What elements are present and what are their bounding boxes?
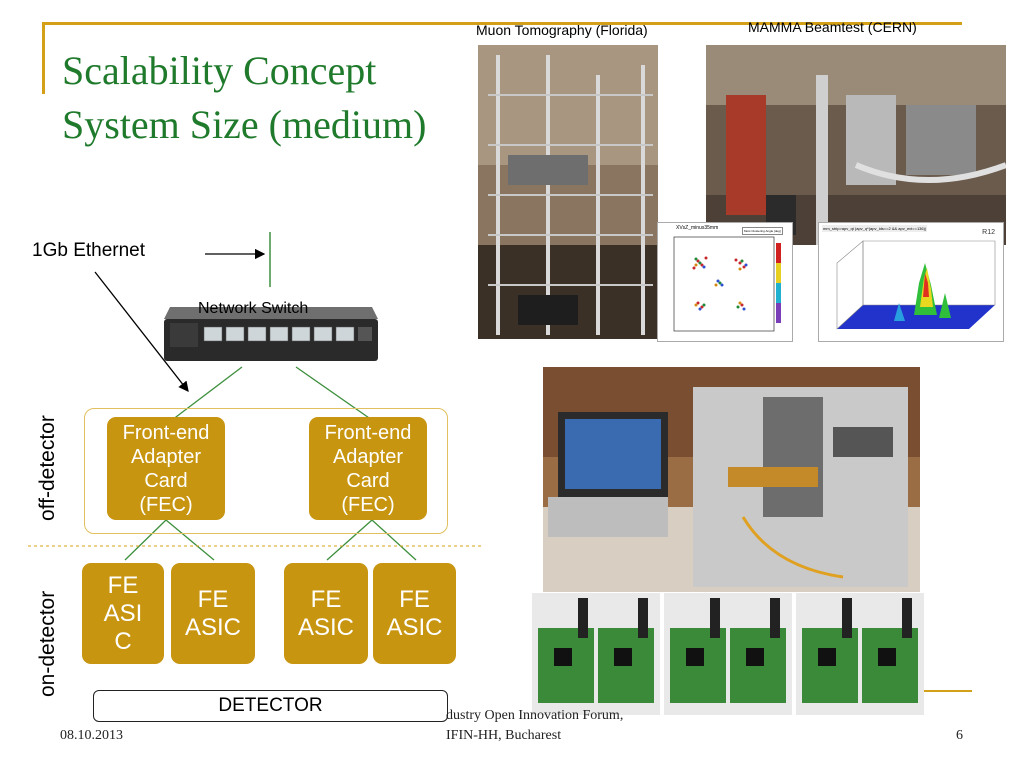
fec-box-right: Front-end Adapter Card (FEC) [309, 417, 427, 520]
fe-asic-label-4: FE ASIC [386, 585, 443, 641]
off-detector-label: off-detector [36, 415, 59, 521]
ethernet-label: 1Gb Ethernet [32, 240, 146, 261]
surface-plot-label: R12 [982, 229, 995, 236]
muon-tomography-photo [478, 45, 658, 339]
surface-plot-title: mm_strip>apv_qt (apv_q*(apv_ids==2 && ap… [822, 225, 928, 232]
fe-asic-box-2: FE ASIC [171, 563, 255, 664]
fe-asic-box-3: FE ASIC [284, 563, 368, 664]
title-line-1: Scalability Concept [62, 48, 377, 93]
network-switch: Network Switch [160, 297, 382, 365]
fe-boards-photo-1 [532, 593, 660, 715]
switch-to-fec-left [171, 366, 243, 421]
mamma-beamtest-photo [706, 45, 1006, 245]
on-detector-label: on-detector [36, 590, 59, 697]
muon-caption: Muon Tomography (Florida) [476, 22, 648, 38]
fec-right-to-asic-3 [326, 519, 373, 561]
bottom-accent-line [920, 690, 972, 692]
fe-boards-photo-3 [796, 593, 924, 715]
detector-label: DETECTOR [218, 695, 323, 716]
fec-box-right-label: Front-end Adapter Card (FEC) [324, 421, 412, 516]
switch-pointer-arrow [94, 271, 189, 393]
fe-asic-label-2: FE ASIC [184, 585, 241, 641]
fe-asic-box-1: FE ASI C [82, 563, 164, 664]
lab-setup-photo [543, 367, 920, 592]
scatter-plot-inset: XVsZ_minus35mm Most Clustering Angle [de… [657, 222, 793, 342]
footer-event-line-1: dustry Open Innovation Forum, [446, 708, 624, 723]
slide-title: Scalability Concept System Size (medium) [62, 44, 482, 152]
network-switch-label: Network Switch [198, 300, 309, 317]
footer-date: 08.10.2013 [60, 728, 123, 743]
fe-asic-label-3: FE ASIC [297, 585, 354, 641]
left-accent-line [42, 22, 45, 94]
fec-left-to-asic-2 [165, 519, 215, 561]
mamma-caption: MAMMA Beamtest (CERN) [748, 19, 917, 35]
fe-boards-photo-2 [664, 593, 792, 715]
title-line-2: System Size (medium) [62, 102, 427, 147]
scatter-plot-title: XVsZ_minus35mm [676, 225, 719, 231]
scatter-plot-legend: Most Clustering Angle [deg] [742, 227, 783, 235]
switch-to-fec-right [295, 366, 373, 421]
surface-plot-inset: mm_strip>apv_qt (apv_q*(apv_ids==2 && ap… [818, 222, 1004, 342]
detector-box: DETECTOR [93, 690, 448, 722]
fec-box-left-label: Front-end Adapter Card (FEC) [122, 421, 210, 516]
top-accent-line [42, 22, 962, 25]
footer-page-number: 6 [956, 728, 963, 743]
fec-left-to-asic-1 [124, 519, 167, 561]
fec-right-to-asic-4 [371, 519, 417, 561]
fec-box-left: Front-end Adapter Card (FEC) [107, 417, 225, 520]
footer-event-line-2: IFIN-HH, Bucharest [446, 728, 562, 743]
fe-asic-label-1: FE ASI C [103, 571, 143, 655]
fe-asic-box-4: FE ASIC [373, 563, 456, 664]
off-detector-zone [84, 408, 448, 534]
